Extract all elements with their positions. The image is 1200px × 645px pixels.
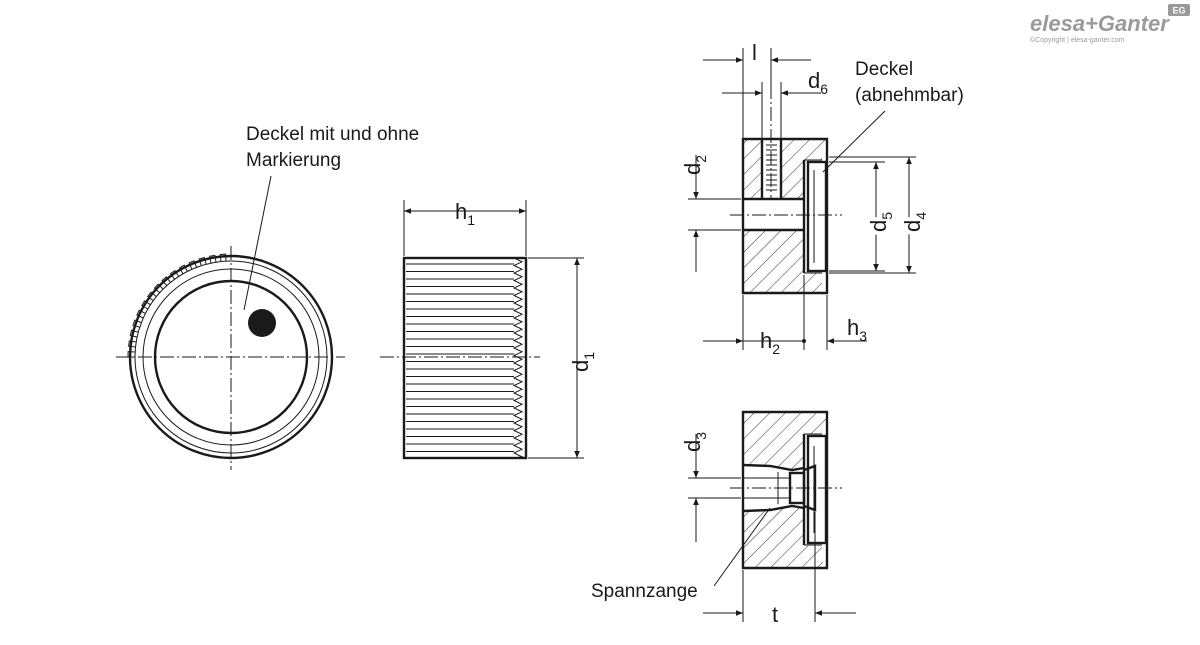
section-top-hatch-1 [743,139,762,199]
leader-cap-marking [243,175,272,311]
eg-badge-text: EG [1172,6,1185,16]
dim-d3: d3 [680,432,741,542]
dim-h1: h1 [403,199,527,256]
brand-logo: elesa+Ganter ©Copyright | elesa-ganter.c… [1030,4,1190,44]
dim-d4-text: d4 [900,212,929,232]
label-cap-marking-line2: Markierung [246,150,341,171]
front-view [116,246,345,470]
dim-t: t [703,512,856,627]
dim-d2: d2 [680,155,741,272]
collet-cone-bottom [742,504,805,513]
eg-badge [1168,4,1190,16]
brand-name: elesa+Ganter [1030,11,1170,36]
section-bottom-hatch-1 [743,412,827,470]
label-cap-removable: Deckel (abnehmbar) [822,59,964,173]
side-knurl-lines [406,263,514,452]
section-top [730,85,842,295]
cap-fill [807,160,827,273]
dim-h2-text: h2 [760,328,780,357]
side-serration-edge [512,257,524,459]
dim-h3: h3 [826,295,867,350]
label-cap-marking: Deckel mit und ohne Markierung [243,124,419,311]
dim-t-text: t [772,602,778,627]
label-collet-text: Spannzange [591,581,698,602]
dim-l-text: l [752,40,757,65]
cap-fill-bottom [807,434,827,545]
side-view [380,256,540,460]
dim-d6-text: d6 [808,68,828,97]
dim-d2-text: d2 [680,155,709,175]
collet-cone-top [742,463,805,472]
section-bottom-hatch-2 [743,506,827,568]
label-cap-removable-line1: Deckel [855,59,913,80]
front-rim-circle [142,268,320,446]
dim-h3-text: h3 [847,315,867,344]
section-top-hatch-3 [743,230,827,293]
dim-h1-text: h1 [455,199,475,228]
front-cap-circle [153,279,309,435]
dim-h2: h2 [703,275,806,357]
dim-d5: d5 d5 [829,161,899,272]
front-knurl-teeth [127,253,227,358]
section-bottom [730,410,842,570]
section-bottom-outline [741,410,829,570]
dim-d6: d6 [722,68,828,138]
leader-collet [713,507,771,587]
marking-dot [248,309,276,337]
dim-d5-text: d5 [866,212,895,232]
side-outline [402,256,528,460]
label-collet: Spannzange [591,507,771,602]
label-cap-marking-line1: Deckel mit und ohne [246,124,419,145]
dim-d3-text: d3 [680,432,709,452]
copyright-text: ©Copyright | elesa-ganter.com [1030,36,1125,44]
label-cap-removable-line2: (abnehmbar) [855,85,964,106]
section-top-outline [741,137,829,295]
dim-l: l [703,40,811,138]
dim-d1-text: d1 [568,352,597,372]
dim-d1: d1 [528,257,597,459]
